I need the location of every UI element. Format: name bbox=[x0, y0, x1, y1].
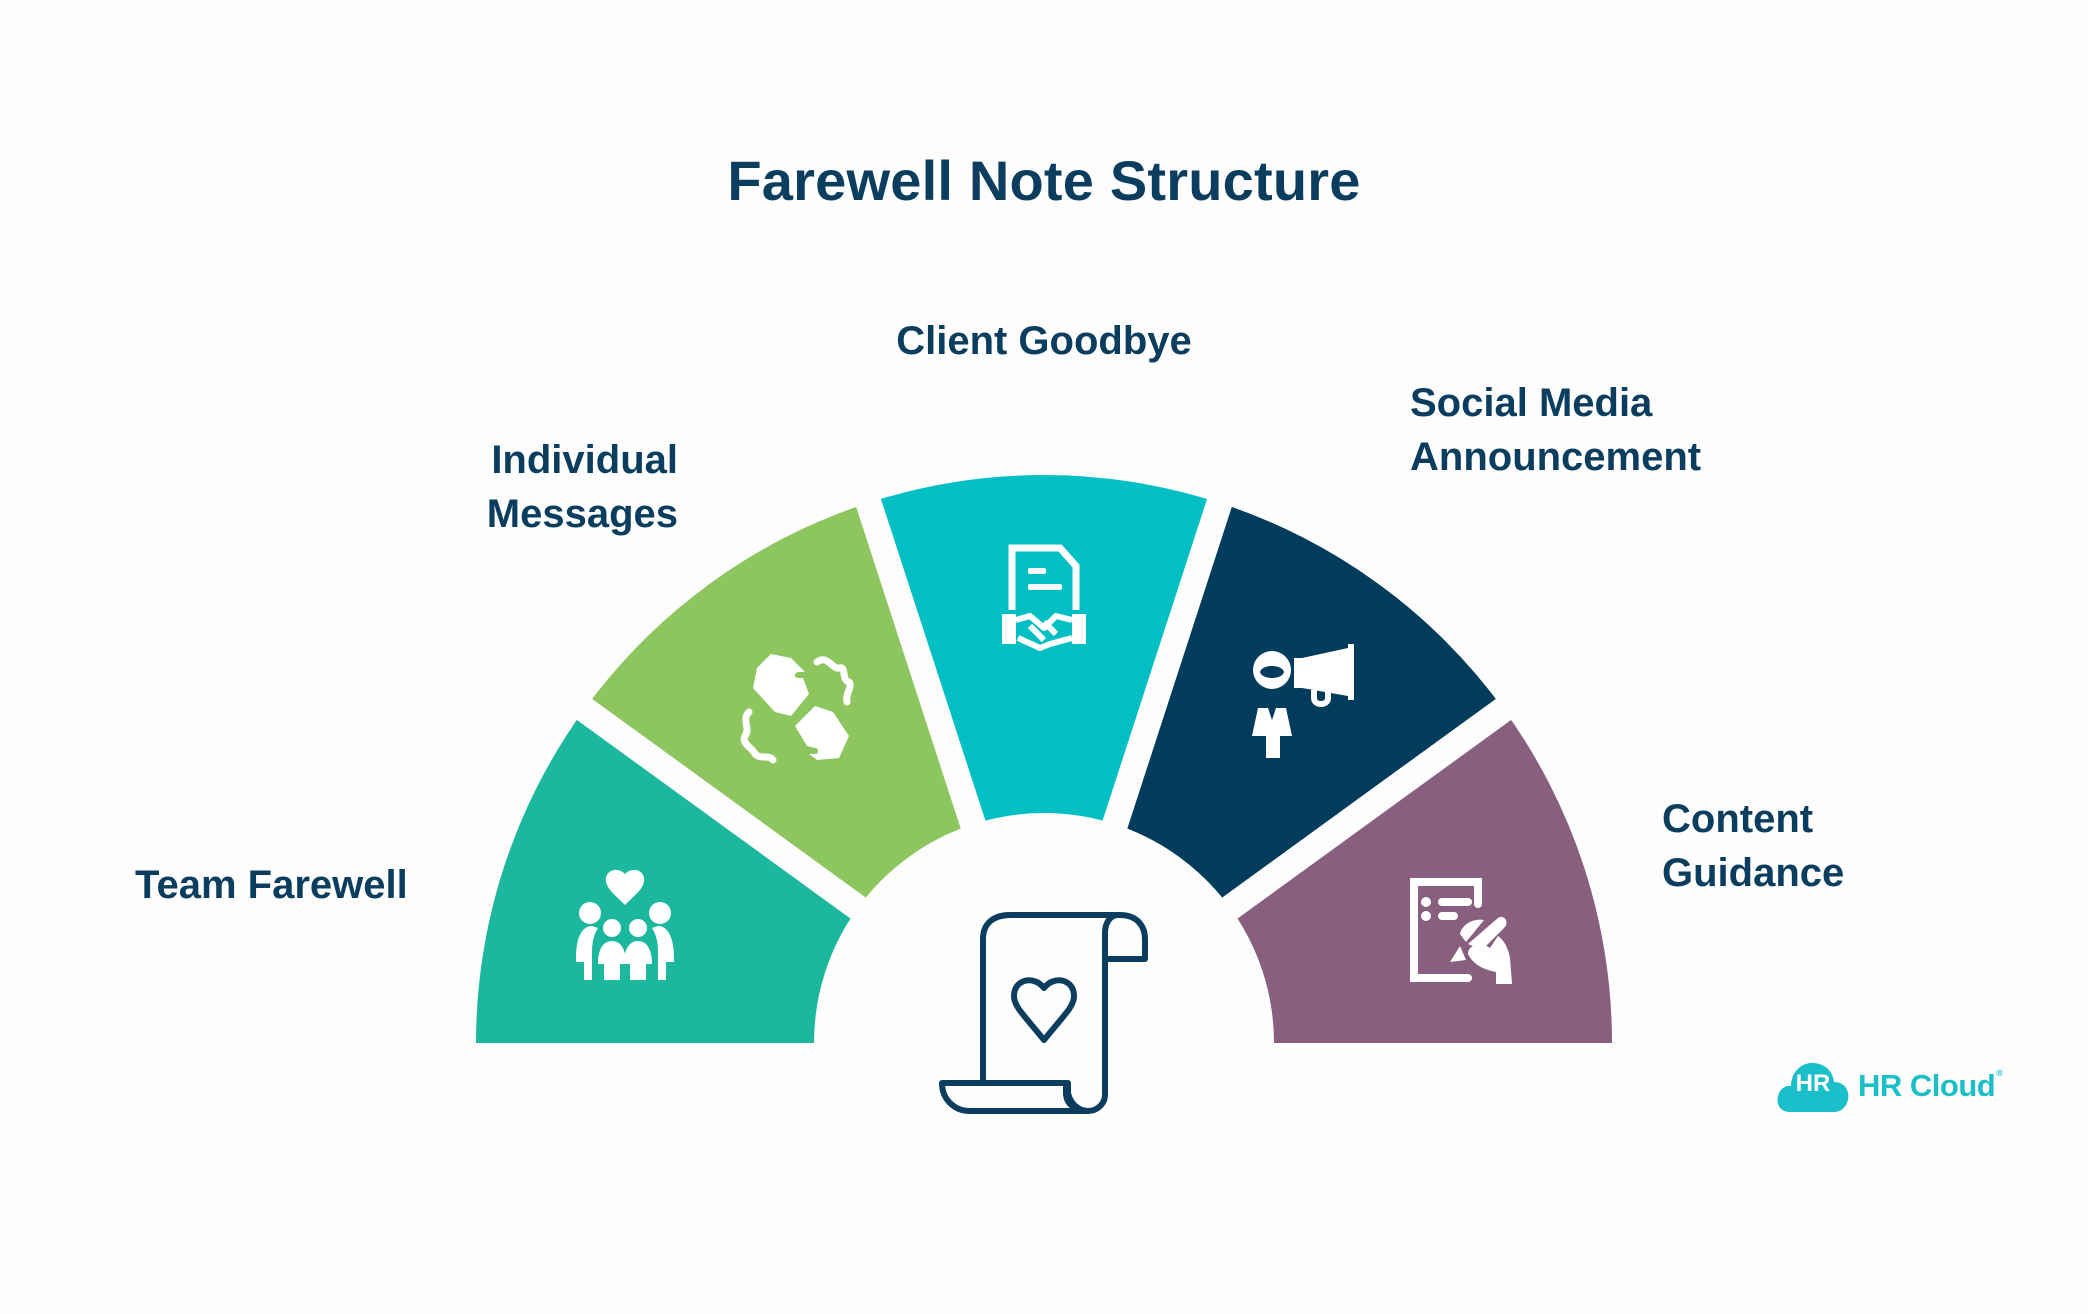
label-line: Announcement bbox=[1410, 435, 1702, 479]
page-title: Farewell Note Structure bbox=[727, 149, 1361, 212]
segment-content-guidance bbox=[1230, 709, 1612, 1043]
hr-cloud-logo: HR HR Cloud® bbox=[1776, 1058, 2003, 1114]
label-social-media-announcement: Social Media Announcement bbox=[1410, 376, 1701, 484]
label-line: Team Farewell bbox=[135, 863, 408, 907]
logo-brand-text: HR Cloud® bbox=[1858, 1068, 2003, 1104]
label-line: Social Media bbox=[1410, 381, 1653, 425]
label-line: Content bbox=[1662, 797, 1814, 841]
label-client-goodbye: Client Goodbye bbox=[0, 314, 2088, 368]
document-writing-icon bbox=[1410, 878, 1512, 984]
logo-badge-text: HR bbox=[1795, 1070, 1831, 1097]
cloud-icon: HR bbox=[1776, 1058, 1850, 1114]
label-content-guidance: Content Guidance bbox=[1662, 792, 1844, 900]
label-line: Client Goodbye bbox=[896, 319, 1192, 363]
contract-handshake-icon bbox=[1002, 544, 1086, 651]
megaphone-person-icon bbox=[1252, 644, 1354, 758]
registered-mark: ® bbox=[1996, 1068, 2003, 1078]
brand-name: HR Cloud bbox=[1858, 1068, 1996, 1103]
segment-dividers bbox=[536, 450, 1552, 1054]
label-line: Messages bbox=[486, 492, 678, 536]
segment-team-farewell bbox=[475, 709, 858, 1043]
family-heart-icon bbox=[576, 869, 674, 980]
scroll-heart-icon bbox=[939, 912, 1148, 1114]
label-line: Individual bbox=[491, 438, 678, 482]
label-team-farewell: Team Farewell bbox=[135, 858, 408, 912]
label-line: Guidance bbox=[1662, 851, 1845, 895]
message-exchange-icon bbox=[740, 654, 854, 764]
label-individual-messages: Individual Messages bbox=[487, 433, 678, 541]
segment-social-media-announcement bbox=[1115, 502, 1504, 908]
